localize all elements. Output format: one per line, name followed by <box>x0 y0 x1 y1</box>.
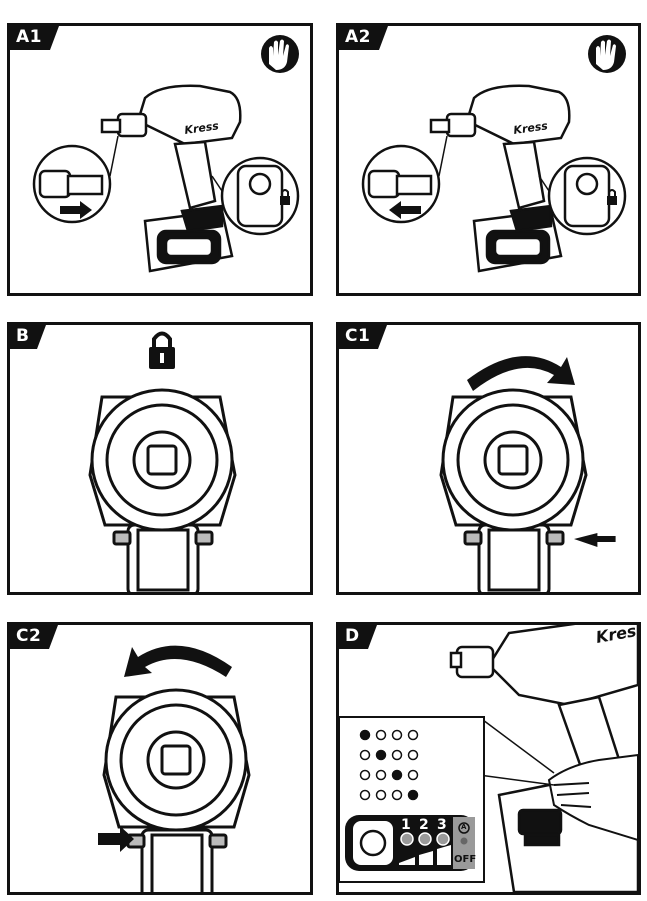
lock-icon <box>607 189 617 205</box>
lock-icon <box>280 189 290 205</box>
rotate-arrow-icon <box>467 356 575 391</box>
brand-logo: Kress <box>594 625 638 647</box>
panel-b: B <box>7 322 313 595</box>
speed-label-1: 1 <box>401 817 411 833</box>
brand-logo: Kress <box>513 119 549 137</box>
panel-label-b: B <box>10 325 48 349</box>
socket-callout <box>361 135 448 224</box>
callout-line <box>478 774 555 786</box>
panel-c1-illustration <box>439 356 616 592</box>
panel-label-c2: C2 <box>10 625 59 649</box>
wrench-front-view <box>102 688 251 892</box>
lock-callout <box>211 156 300 236</box>
panel-a2: A2 Kress <box>336 23 641 296</box>
socket-callout <box>32 135 119 224</box>
impact-wrench-drawing <box>100 84 242 273</box>
panel-a2-illustration: Kress <box>361 35 627 273</box>
rotate-arrow-icon <box>124 645 232 677</box>
mode-button[interactable] <box>359 829 387 857</box>
arrow-icon <box>574 533 616 547</box>
panel-c1: C1 <box>336 322 641 595</box>
panel-c2: C2 <box>7 622 313 895</box>
gloves-icon <box>261 35 299 73</box>
speed-label-3: 3 <box>437 817 447 833</box>
wrench-front-view <box>88 388 237 592</box>
gloves-icon <box>588 35 626 73</box>
arrow-icon <box>389 201 421 219</box>
panel-label-c1: C1 <box>339 325 388 349</box>
panel-b-illustration <box>88 331 237 592</box>
led-mode-legend <box>359 729 419 801</box>
arrow-icon <box>98 826 134 852</box>
hand-drawing <box>547 753 638 842</box>
speed-label-2: 2 <box>419 817 429 833</box>
arrow-icon <box>60 201 92 219</box>
panel-label-a1: A1 <box>10 26 59 50</box>
brand-logo: Kress <box>184 119 220 137</box>
panel-c2-illustration <box>98 645 251 892</box>
panel-d-illustration: Kress <box>339 625 638 892</box>
callout-line <box>478 716 555 774</box>
speed-control-panel <box>345 815 475 871</box>
panel-a1-illustration: Kress <box>32 35 300 273</box>
panel-label-d: D <box>339 625 377 649</box>
off-label: OFF <box>454 854 477 865</box>
impact-wrench-drawing <box>429 84 571 273</box>
lock-icon <box>149 331 175 369</box>
wrench-front-view <box>439 388 588 592</box>
panel-d: D Kress <box>336 622 641 895</box>
panel-label-a2: A2 <box>339 26 388 50</box>
lock-callout <box>538 156 627 236</box>
auto-mode-label: A <box>461 823 467 831</box>
panel-a1: A1 Kress <box>7 23 313 296</box>
